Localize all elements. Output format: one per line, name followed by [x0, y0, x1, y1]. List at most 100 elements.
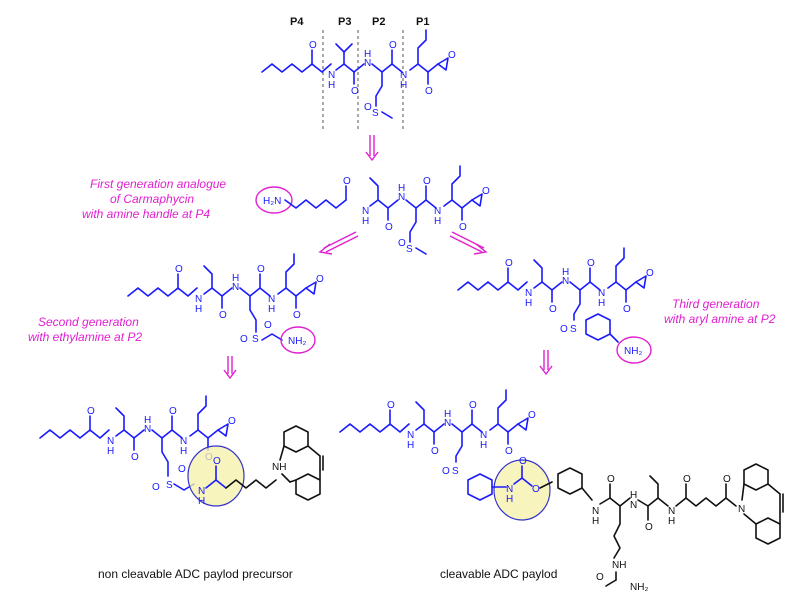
atom-o-epoxide: O: [448, 50, 456, 61]
p3-backbone-sg: [203, 287, 233, 297]
third-gen-note-line2: with aryl amine at P2: [664, 312, 776, 326]
atom-n-sg: N: [195, 294, 202, 305]
amino-hexanoyl-chain: [284, 199, 347, 209]
first-gen-note-line2: of Carmaphycin: [110, 192, 194, 206]
atom-o-tg: O: [505, 258, 513, 269]
epoxide-ring-c: [517, 417, 529, 431]
dbco-ch-bond-nc: [281, 473, 291, 483]
hexanoyl-chain-sg: [127, 287, 198, 297]
atom-o-epoxide-fg: O: [482, 186, 490, 197]
atom-o-sg-4: O: [264, 320, 272, 331]
atom-h-cit-c-2: H: [630, 490, 637, 501]
position-label-p1: P1: [416, 16, 429, 28]
atom-o-3: O: [364, 102, 372, 113]
cleavable-payload-structure: O N H O N H S O O N H O O N H O O: [339, 389, 784, 593]
non-cleavable-payload-structure: O N H O N H O S O O N H O O N H O: [39, 395, 324, 507]
methionine-sidechain-fg: [409, 207, 417, 243]
atom-n-fg-3: N: [434, 206, 441, 217]
arrow-diag-left: [318, 231, 359, 255]
dbco-join-nc: [289, 479, 297, 483]
phenyl-ring-tg: [585, 313, 611, 341]
p2-backbone-nc: [151, 429, 183, 439]
epoxide-ring-nc: [217, 423, 229, 437]
epoxide-ring: [437, 57, 449, 71]
atom-o-sg-3: O: [240, 334, 248, 345]
valine-sidechain-tg: [533, 259, 543, 283]
sidechain-sg: [249, 295, 257, 333]
second-gen-note-line2: with ethylamine at P2: [28, 330, 142, 344]
atom-n-pabc-c: N: [592, 506, 599, 517]
atom-o-epoxide-c: O: [528, 410, 536, 421]
atom-o-fg-5: O: [459, 222, 467, 233]
position-label-p4: P4: [290, 16, 304, 28]
dibenzocyclooctyne-linker-nc: [225, 479, 277, 489]
valine-branch: [343, 43, 353, 53]
atom-o-sg-5: O: [257, 264, 265, 275]
atom-o-cit-c: O: [607, 474, 615, 485]
dbco-nh-bond-nc: [279, 445, 285, 461]
dbco-alkyne-1-c: [767, 483, 781, 495]
p2-backbone: [371, 63, 403, 73]
atom-s-tg: S: [570, 324, 577, 335]
atom-o-nc: O: [87, 406, 95, 417]
atom-n-nc-3: N: [180, 436, 187, 447]
pabc-ring-c: [557, 467, 583, 495]
atom-n-val-c: N: [668, 506, 675, 517]
atom-o-fg-4: O: [423, 176, 431, 187]
atom-h-2: H: [364, 49, 371, 60]
s-methyl: [381, 111, 393, 119]
atom-h-c-2: H: [444, 409, 451, 420]
atom-o-amide-nc: O: [213, 456, 221, 467]
atom-h-sg-2: H: [232, 273, 239, 284]
leucine-sidechain: [417, 29, 427, 65]
atom-o-sg-6: O: [293, 310, 301, 321]
atom-n-sg-2: N: [232, 282, 239, 293]
valine-backbone-c: [637, 497, 669, 507]
valine-sidechain-c: [415, 401, 425, 425]
p2-backbone-tg: [569, 281, 601, 291]
sidechain-tg: [573, 289, 581, 321]
atom-o-tg-3: O: [560, 324, 568, 335]
pabc-methylene-c: [539, 481, 553, 489]
atom-n-c-3: N: [480, 430, 487, 441]
atom-o-nc-2: O: [131, 452, 139, 463]
atom-s: S: [372, 108, 379, 119]
atom-h-c-3: H: [480, 440, 487, 451]
second-generation-structure: Second generation with ethylamine at P2 …: [28, 253, 324, 354]
atom-h-tg: H: [525, 298, 532, 309]
atom-o-epoxide-sg: O: [316, 274, 324, 285]
atom-n-c-2: N: [444, 418, 451, 429]
atom-h-3: H: [400, 80, 407, 91]
hexanoyl-chain: [261, 63, 332, 73]
atom-o-sg: O: [175, 264, 183, 275]
atom-n-nc-2: N: [144, 424, 151, 435]
atom-h: H: [328, 80, 335, 91]
atom-h-tg-3: H: [598, 298, 605, 309]
valine-sidechain-nc: [115, 407, 125, 431]
atom-o-c-4: O: [469, 400, 477, 411]
methionine-sidechain: [375, 71, 383, 107]
position-label-p3: P3: [338, 16, 351, 28]
atom-nh-dbco-nc: NH: [272, 462, 286, 473]
p2-backbone-fg: [405, 199, 437, 209]
leucine-sidechain-nc: [197, 395, 207, 431]
p2-backbone-c: [451, 423, 483, 433]
atom-n-3: N: [400, 70, 407, 81]
arrow-down-left: [223, 356, 237, 380]
carbamate-highlight: [493, 459, 551, 521]
atom-o-carbamate-c-2: O: [532, 484, 540, 495]
valine-sidechain-fg: [369, 177, 379, 201]
arrow-down-right: [539, 350, 553, 376]
p1-backbone-sg: [277, 287, 307, 297]
atom-h-nc: H: [107, 446, 114, 457]
atom-o-epoxide-tg: O: [646, 268, 654, 279]
ethylamine-ring: [280, 326, 316, 354]
dbco-upper-ring-nc: [283, 425, 309, 453]
valine-sidechain-sg: [203, 265, 213, 289]
caption-non-cleavable: non cleavable ADC paylod precursor: [98, 567, 293, 581]
atom-h-tg-2: H: [562, 267, 569, 278]
atom-o-nc-3: O: [152, 482, 160, 493]
arrow-down-1: [365, 135, 379, 162]
p3-backbone-tg: [533, 281, 563, 291]
